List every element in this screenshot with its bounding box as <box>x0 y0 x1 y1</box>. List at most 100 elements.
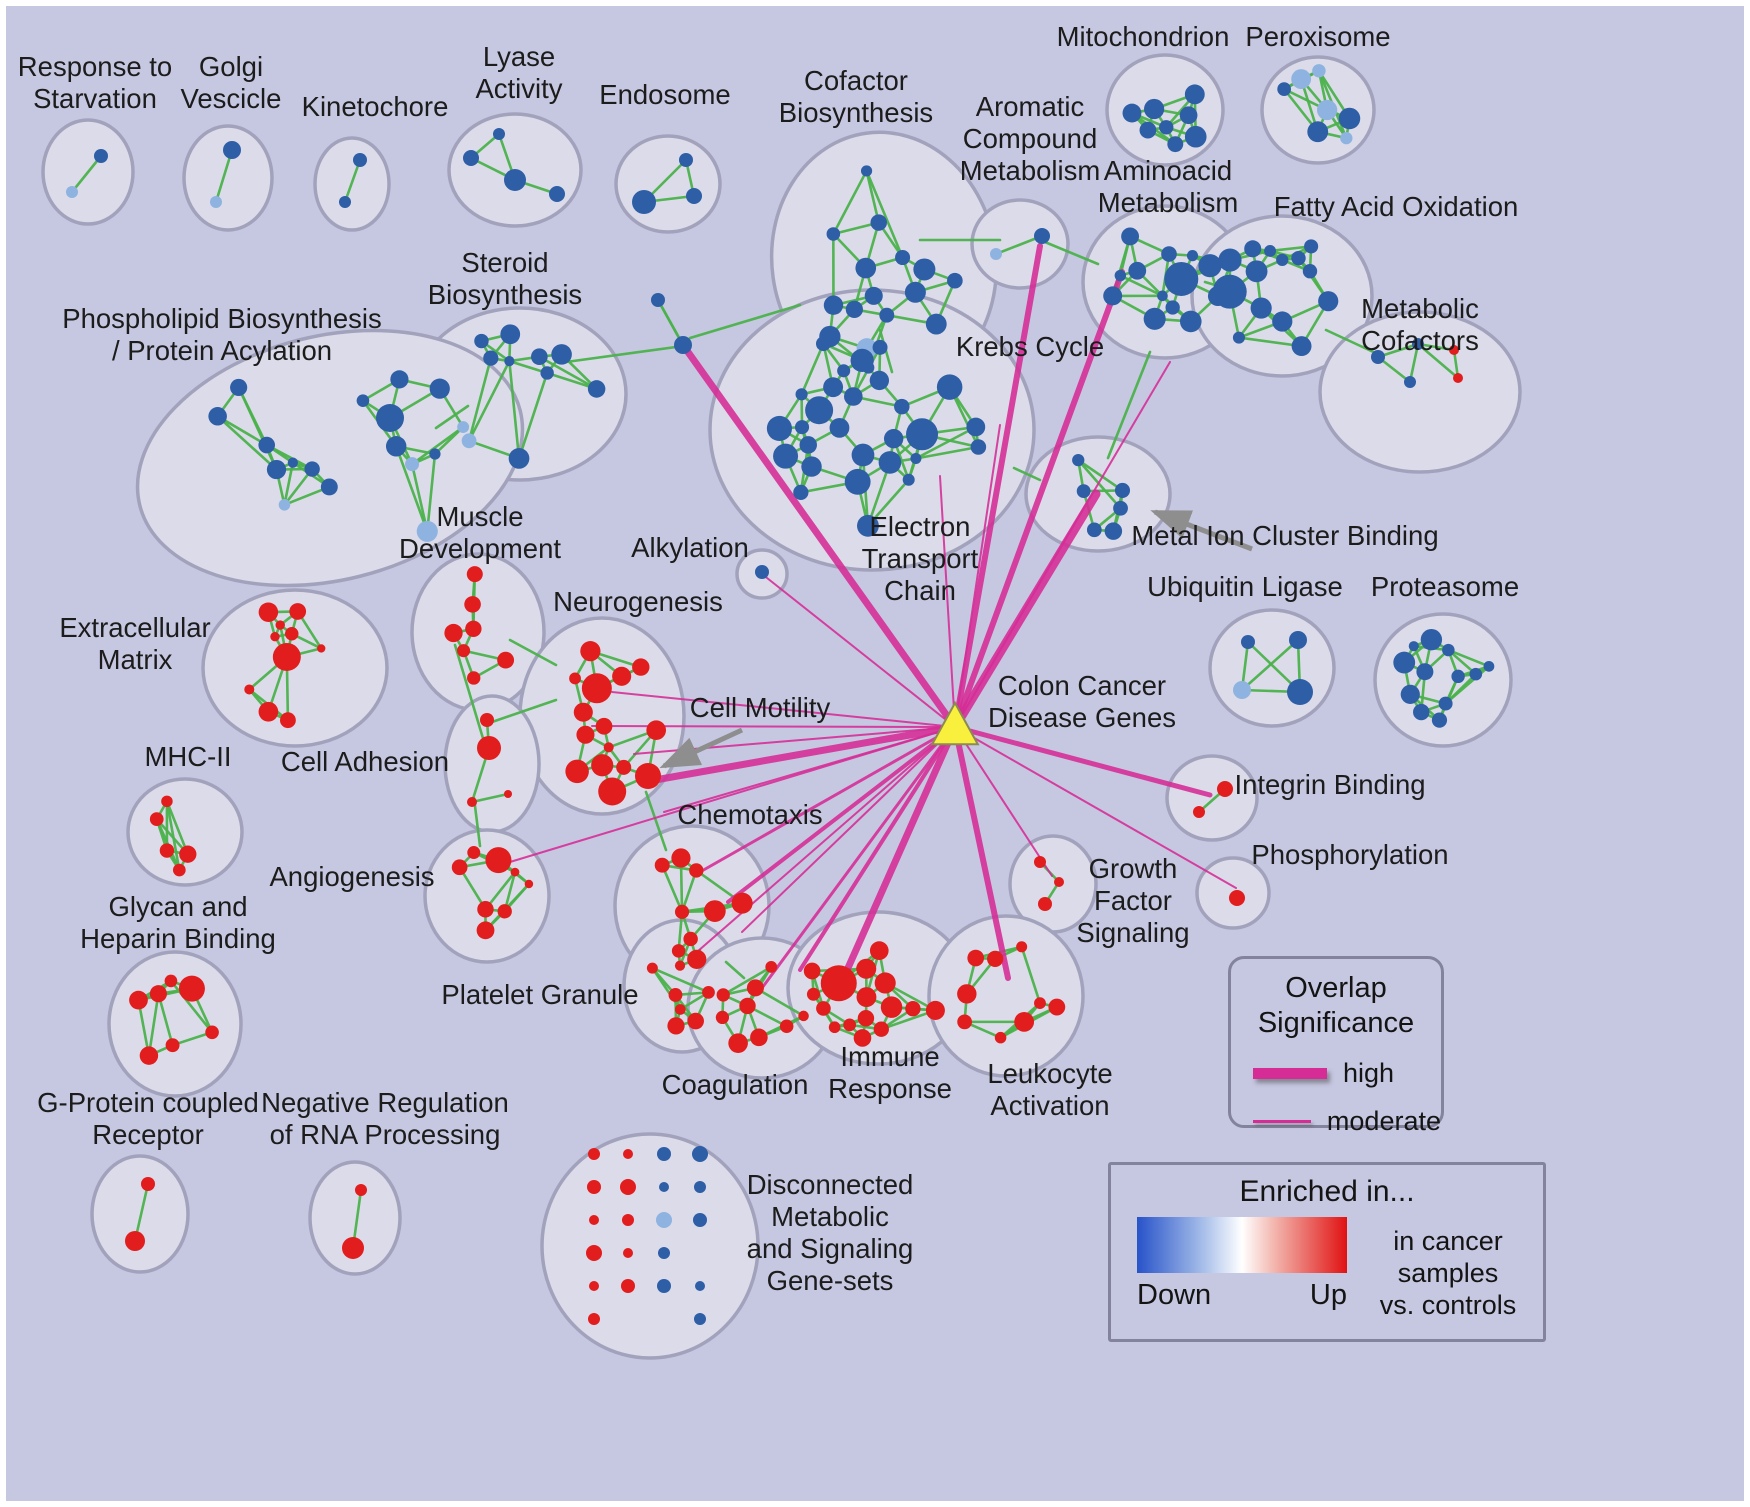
gene-set-node <box>278 499 291 511</box>
gene-set-node <box>612 666 632 686</box>
gene-set-node <box>845 300 863 319</box>
gene-set-node <box>210 196 222 208</box>
gene-set-node <box>504 169 526 191</box>
gene-set-node <box>1412 338 1424 350</box>
gene-set-node <box>467 671 481 685</box>
gene-set-node <box>508 448 530 469</box>
label-alkylation: Alkylation <box>631 532 749 563</box>
coexpression-edge <box>879 1009 937 1031</box>
coexpression-edge <box>1237 336 1303 348</box>
gene-set-node <box>844 387 863 406</box>
gene-set-node <box>731 892 753 914</box>
gene-set-node <box>1184 125 1207 148</box>
coexpression-edge <box>1416 342 1460 380</box>
bridge-edge <box>453 643 487 747</box>
bridge-edge <box>1038 238 1100 266</box>
gene-set-node <box>1404 376 1416 388</box>
gene-set-node <box>304 461 320 477</box>
coexpression-edge <box>394 444 429 533</box>
gene-set-node <box>1048 998 1066 1016</box>
gene-set-node <box>957 984 977 1004</box>
overlap-legend-title-line2: Significance <box>1257 1007 1415 1039</box>
cluster-ellipse-golgi-vescicle <box>182 124 274 232</box>
label-metal-ion-cluster-binding: Metal Ion Cluster Binding <box>1131 520 1438 551</box>
gene-set-node <box>165 1038 180 1053</box>
label-coagulation: Coagulation <box>662 1069 809 1100</box>
label-krebs-cycle: Krebs Cycle <box>956 331 1104 362</box>
gene-set-node <box>910 453 922 465</box>
gene-set-node <box>598 777 627 806</box>
coexpression-edge <box>660 863 684 914</box>
gene-set-node <box>621 1279 635 1293</box>
gene-set-node <box>843 1018 856 1032</box>
gene-set-node <box>1054 877 1064 887</box>
gene-set-node <box>873 1021 889 1037</box>
gene-set-node <box>860 165 873 177</box>
gene-set-node <box>580 641 601 662</box>
gene-set-node <box>1413 703 1430 721</box>
gene-set-node <box>1072 453 1085 467</box>
gene-set-node <box>716 988 730 1002</box>
label-endosome: Endosome <box>599 79 730 110</box>
gene-set-node <box>654 857 670 873</box>
gene-set-node <box>623 1149 633 1159</box>
gene-set-node <box>483 350 499 366</box>
gene-set-node <box>829 417 850 438</box>
gene-set-node <box>1114 269 1127 282</box>
coexpression-edge <box>265 443 314 471</box>
bridge-edge <box>490 698 558 724</box>
bridge-edge <box>508 638 558 667</box>
gene-set-node <box>463 150 479 166</box>
gene-set-node <box>746 979 764 997</box>
gene-set-node <box>230 378 248 397</box>
gene-set-node <box>589 1281 599 1291</box>
bridge-edge <box>1106 350 1152 460</box>
coexpression-edge <box>467 356 493 443</box>
coexpression-edge <box>914 445 980 460</box>
coexpression-edge <box>994 234 1044 256</box>
coexpression-edge <box>157 992 174 1047</box>
gene-set-node <box>674 904 690 919</box>
gene-set-node <box>805 396 834 425</box>
gene-set-node <box>429 448 441 460</box>
gene-set-node <box>694 1313 706 1325</box>
cluster-ellipse-angiogenesis <box>423 828 551 964</box>
label-cell-adhesion: Cell Adhesion <box>281 746 449 777</box>
gene-set-node <box>657 1147 671 1161</box>
gene-set-node <box>874 972 896 994</box>
gene-set-node <box>799 436 817 454</box>
gene-set-node <box>925 313 947 335</box>
gene-set-node <box>66 186 78 198</box>
gene-set-node <box>1217 781 1233 797</box>
gene-set-node <box>657 1279 671 1293</box>
coexpression-edge <box>517 371 549 460</box>
bridge-edge <box>564 345 678 364</box>
gene-set-node <box>674 336 692 354</box>
gene-set-node <box>275 620 285 630</box>
gene-set-node <box>987 950 1004 968</box>
gene-set-node <box>1193 806 1205 818</box>
gene-set-node <box>129 990 148 1010</box>
gene-set-node <box>1451 669 1465 684</box>
gene-set-node <box>1291 336 1312 357</box>
gene-set-node <box>587 1180 601 1194</box>
gene-set-node <box>766 415 792 442</box>
gene-set-node <box>880 996 903 1018</box>
gene-set-node <box>285 627 299 641</box>
coexpression-edge <box>1447 648 1491 668</box>
coexpression-edge <box>1408 342 1420 384</box>
gene-set-node <box>803 962 821 980</box>
high-significance-line-swatch <box>1253 1068 1327 1079</box>
gene-set-node <box>820 965 857 1002</box>
gene-set-node <box>671 944 686 958</box>
gene-set-node <box>773 443 799 469</box>
coexpression-edge <box>216 414 269 447</box>
gene-set-node <box>957 1014 972 1030</box>
gene-set-node <box>1103 286 1123 306</box>
gene-set-node <box>856 958 877 979</box>
